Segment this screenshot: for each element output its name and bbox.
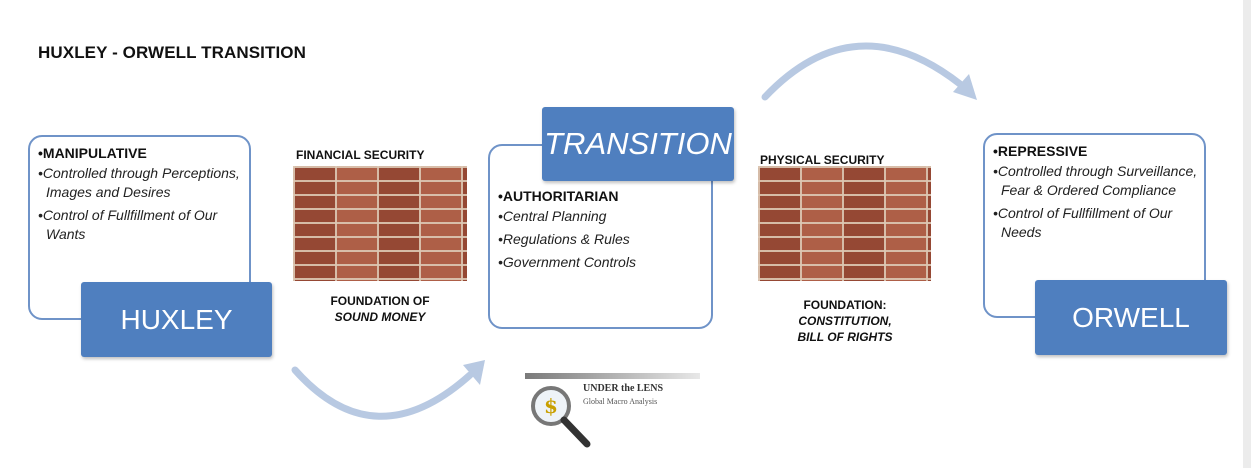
orwell-head: •REPRESSIVE xyxy=(993,143,1088,159)
orwell-card: •REPRESSIVE •Controlled through Surveill… xyxy=(983,133,1206,318)
under-the-lens-logo: $ UNDER the LENS Global Macro Analysis xyxy=(525,370,705,448)
transition-head: •AUTHORITARIAN xyxy=(498,188,619,204)
orwell-bullet: •Control of Fullfillment of Our Needs xyxy=(993,205,1173,240)
physical-caption-line: BILL OF RIGHTS xyxy=(797,330,893,344)
bottom-curved-arrow xyxy=(291,360,485,420)
logo-subtitle: Global Macro Analysis xyxy=(583,397,658,406)
huxley-bullet: •Control of Fullfillment of Our Wants xyxy=(38,207,218,242)
magnifier-icon: $ xyxy=(531,386,591,448)
dollar-sign: $ xyxy=(544,394,558,418)
financial-caption-line: SOUND MONEY xyxy=(334,310,426,324)
transition-bullet: •Central Planning xyxy=(498,208,607,224)
page-title: HUXLEY - ORWELL TRANSITION xyxy=(38,43,307,62)
brick-wall-image xyxy=(758,166,931,281)
orwell-box: ORWELL xyxy=(1035,280,1227,355)
huxley-bullet: •Controlled through Perceptions, Images … xyxy=(38,165,240,200)
financial-security-label: FINANCIAL SECURITY xyxy=(296,148,425,162)
transition-bullet: •Government Controls xyxy=(498,254,636,270)
physical-caption: FOUNDATION: CONSTITUTION, BILL OF RIGHTS xyxy=(765,297,925,345)
physical-caption-line: FOUNDATION: xyxy=(803,298,887,312)
huxley-box: HUXLEY xyxy=(81,282,272,357)
financial-caption-line: FOUNDATION OF xyxy=(330,294,430,308)
physical-security-label: PHYSICAL SECURITY xyxy=(760,153,885,167)
orwell-bullet: •Controlled through Surveillance, Fear &… xyxy=(993,163,1198,198)
huxley-head: •MANIPULATIVE xyxy=(38,145,147,161)
brick-wall-image xyxy=(293,166,467,281)
transition-box: TRANSITION xyxy=(542,107,734,181)
top-curved-arrow xyxy=(761,42,977,101)
physical-caption-line: CONSTITUTION, xyxy=(798,314,892,328)
financial-caption: FOUNDATION OF SOUND MONEY xyxy=(300,293,460,325)
transition-bullet: •Regulations & Rules xyxy=(498,231,630,247)
logo-title: UNDER the LENS xyxy=(583,383,664,394)
